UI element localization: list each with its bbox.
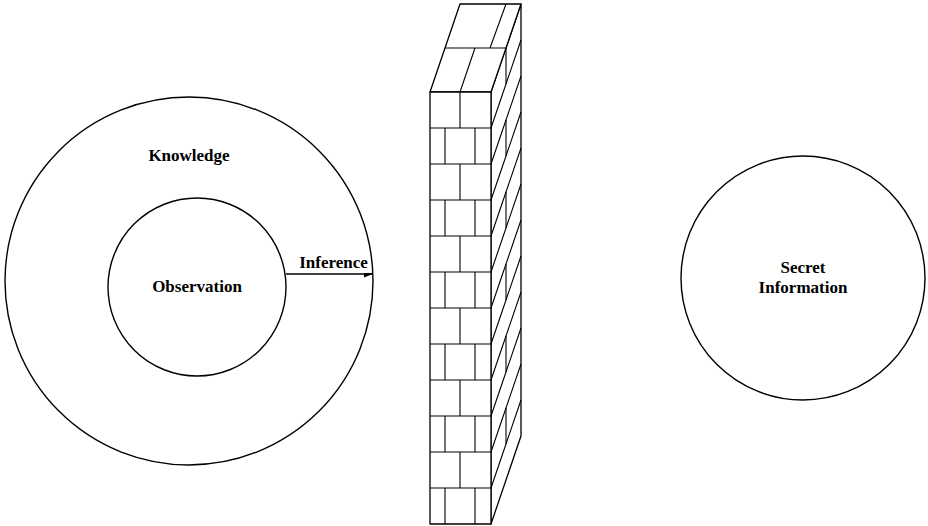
node-label: Knowledge	[79, 146, 299, 166]
node-label: Secret Information	[743, 258, 863, 299]
edge-label: Inference	[297, 253, 370, 273]
circle-outline	[681, 156, 925, 400]
wall-front	[430, 92, 491, 524]
wall-side	[491, 4, 521, 524]
circle-node: Secret Information	[680, 155, 926, 401]
text-holder: Secret Information	[743, 258, 863, 299]
inference-arrow	[286, 273, 373, 274]
circle-outline	[108, 198, 286, 376]
text-holder: Knowledge	[79, 146, 299, 166]
circle-node: KnowledgeObservation	[4, 96, 374, 466]
brick-joints	[505, 48, 506, 444]
circle-outline	[5, 97, 373, 465]
text-holder: Observation	[127, 277, 267, 297]
brick-joints	[445, 4, 506, 92]
circle-node: Observation	[107, 197, 287, 377]
node-label: Observation	[127, 277, 267, 297]
brick-joints	[491, 40, 521, 488]
brick-joints	[445, 92, 475, 524]
